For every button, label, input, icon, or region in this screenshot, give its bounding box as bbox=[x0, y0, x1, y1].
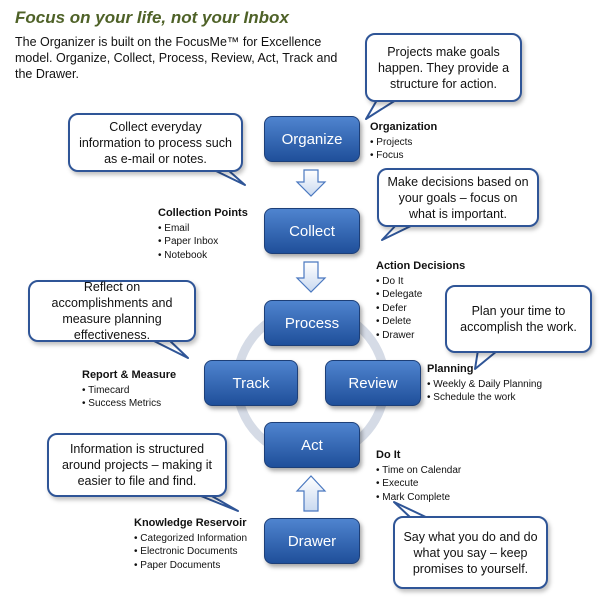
callout-tail-reflect bbox=[149, 338, 189, 359]
callout-tail-projects bbox=[365, 99, 397, 120]
label-item: Delegate bbox=[376, 288, 465, 302]
label-item: Projects bbox=[370, 136, 437, 150]
callout-reflect: Reflect on accomplishments and measure p… bbox=[28, 280, 196, 342]
label-organization-heading: Organization bbox=[370, 121, 438, 133]
label-report-measure-heading: Report & Measure bbox=[82, 369, 177, 381]
label-knowledge-reservoir-heading: Knowledge Reservoir bbox=[134, 517, 247, 529]
label-item: Do It bbox=[376, 275, 465, 289]
label-action-decisions-heading: Action Decisions bbox=[376, 260, 466, 272]
label-collection-points-heading: Collection Points bbox=[158, 207, 248, 219]
callout-tail-decisions bbox=[381, 222, 416, 241]
label-planning-heading: Planning bbox=[427, 363, 474, 375]
label-item: Time on Calendar bbox=[376, 464, 461, 478]
label-item: Paper Documents bbox=[134, 559, 247, 573]
arrow-collect-process-icon bbox=[295, 261, 327, 293]
label-item: Categorized Information bbox=[134, 532, 247, 546]
label-item: Success Metrics bbox=[82, 397, 176, 411]
act-box[interactable]: Act bbox=[264, 422, 360, 468]
label-item: Mark Complete bbox=[376, 491, 461, 505]
callout-say: Say what you do and do what you say – ke… bbox=[393, 516, 548, 589]
callout-plan: Plan your time to accomplish the work. bbox=[445, 285, 592, 353]
label-item: Execute bbox=[376, 477, 461, 491]
intro-text: The Organizer is built on the FocusMe™ f… bbox=[15, 35, 338, 81]
label-knowledge-reservoir: Knowledge Reservoir Categorized Informat… bbox=[134, 517, 247, 572]
callout-tail-info bbox=[195, 493, 239, 512]
track-box[interactable]: Track bbox=[204, 360, 298, 406]
callout-decisions: Make decisions based on your goals – foc… bbox=[377, 168, 539, 227]
organize-box[interactable]: Organize bbox=[264, 116, 360, 162]
arrow-drawer-act-icon bbox=[295, 475, 327, 512]
label-item: Defer bbox=[376, 302, 465, 316]
arrow-organize-collect-icon bbox=[295, 169, 327, 197]
label-item: Electronic Documents bbox=[134, 545, 247, 559]
label-item: Drawer bbox=[376, 329, 465, 343]
label-item: Focus bbox=[370, 149, 437, 163]
process-box[interactable]: Process bbox=[264, 300, 360, 346]
callout-tail-collect bbox=[213, 169, 246, 186]
label-item: Delete bbox=[376, 315, 465, 329]
label-do-it-heading: Do It bbox=[376, 449, 401, 461]
label-item: Notebook bbox=[158, 249, 248, 263]
label-action-decisions: Action Decisions Do It Delegate Defer De… bbox=[376, 260, 465, 342]
label-organization: Organization Projects Focus bbox=[370, 121, 437, 163]
collect-box[interactable]: Collect bbox=[264, 208, 360, 254]
label-item: Timecard bbox=[82, 384, 176, 398]
callout-collect: Collect everyday information to process … bbox=[68, 113, 243, 172]
callout-projects: Projects make goals happen. They provide… bbox=[365, 33, 522, 102]
label-item: Weekly & Daily Planning bbox=[427, 378, 542, 392]
label-item: Email bbox=[158, 222, 248, 236]
label-do-it: Do It Time on Calendar Execute Mark Comp… bbox=[376, 449, 461, 504]
label-report-measure: Report & Measure Timecard Success Metric… bbox=[82, 369, 176, 411]
label-item: Schedule the work bbox=[427, 391, 542, 405]
review-box[interactable]: Review bbox=[325, 360, 421, 406]
label-collection-points: Collection Points Email Paper Inbox Note… bbox=[158, 207, 248, 262]
label-item: Paper Inbox bbox=[158, 235, 248, 249]
label-planning: Planning Weekly & Daily Planning Schedul… bbox=[427, 363, 542, 405]
drawer-box[interactable]: Drawer bbox=[264, 518, 360, 564]
page-title: Focus on your life, not your Inbox bbox=[15, 8, 289, 27]
callout-tail-plan bbox=[474, 349, 498, 370]
callout-info: Information is structured around project… bbox=[47, 433, 227, 497]
